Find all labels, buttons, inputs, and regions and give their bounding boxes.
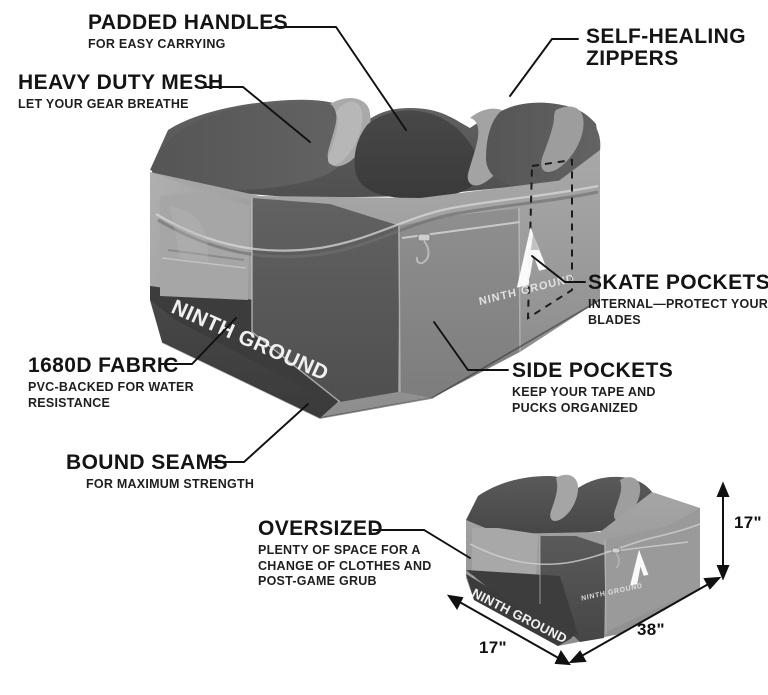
- callout-title: SIDE POCKETS: [512, 359, 674, 382]
- bag-highlight: [170, 206, 209, 262]
- small-bag-logo-panel: [604, 508, 700, 632]
- dimension-label-depth: 17": [479, 638, 507, 657]
- callout-subtitle-line1: KEEP YOUR TAPE AND: [512, 385, 656, 400]
- callout-title: PADDED HANDLES: [88, 11, 289, 34]
- dimension-arrows: [446, 481, 730, 666]
- main-bag-body: NINTH GROUND NINTH GROUND: [150, 98, 601, 419]
- bag-seam-front-right: [398, 225, 401, 393]
- bag-left-pocket: [160, 192, 250, 300]
- small-handle-right: [614, 477, 641, 522]
- leader-oversized: [372, 529, 471, 559]
- handle-strap-far-right: [541, 106, 584, 172]
- bag-bottom-edge: [161, 299, 601, 419]
- callout-title: OVERSIZED: [258, 517, 383, 540]
- callout-self-healing-zippers: SELF-HEALING ZIPPERS: [586, 25, 746, 71]
- small-bag-zipper: [469, 523, 701, 566]
- callout-title: 1680D FABRIC: [28, 354, 179, 377]
- callout-subtitle-line1: PVC-BACKED FOR WATER: [28, 380, 194, 395]
- leader-bound-seams: [211, 403, 309, 463]
- dimension-label-height: 17": [734, 513, 762, 532]
- handle-strap-left-shadow: [327, 101, 363, 165]
- leader-self-healing-zippers: [509, 38, 579, 97]
- leader-lines: [159, 26, 586, 559]
- leader-padded-handles: [271, 26, 407, 131]
- callout-oversized: OVERSIZED PLENTY OF SPACE FOR A CHANGE O…: [258, 517, 432, 590]
- callout-title-line1: SELF-HEALING: [586, 25, 746, 48]
- bag-left-lobe: [152, 104, 348, 191]
- callout-bound-seams: BOUND SEAMS FOR MAXIMUM STRENGTH: [66, 451, 255, 493]
- bag-seam-front-left: [251, 198, 341, 403]
- small-bag-bottom-band: [466, 574, 572, 646]
- small-bag-illustration: NINTH GROUND NINTH GROUND: [466, 474, 701, 646]
- callout-subtitle-line1: INTERNAL—PROTECT YOUR: [588, 297, 768, 312]
- callout-subtitle: FOR MAXIMUM STRENGTH: [86, 477, 255, 492]
- callout-subtitle-line2: RESISTANCE: [28, 395, 111, 410]
- leader-heavy-duty-mesh: [204, 86, 311, 143]
- callout-padded-handles: PADDED HANDLES FOR EASY CARRYING: [88, 11, 289, 53]
- callout-title: BOUND SEAMS: [66, 451, 228, 474]
- mesh-panel-center: [354, 110, 480, 199]
- callout-side-pockets: SIDE POCKETS KEEP YOUR TAPE AND PUCKS OR…: [512, 359, 674, 416]
- small-handle-left: [550, 474, 579, 521]
- leader-1680d-fabric: [159, 317, 237, 365]
- dimension-arrow-height: [716, 481, 730, 581]
- callout-subtitle: LET YOUR GEAR BREATHE: [18, 97, 189, 112]
- main-zipper-teeth: [157, 190, 599, 259]
- zipper-pull-icon: [415, 233, 431, 265]
- callout-subtitle-line2: PUCKS ORGANIZED: [512, 400, 638, 415]
- callout-subtitle-line2: CHANGE OF CLOTHES AND: [258, 558, 432, 573]
- small-bag-left-pocket: [472, 528, 538, 582]
- dimension-label-length: 38": [637, 620, 665, 639]
- bag-front-dark-center: [252, 198, 400, 402]
- main-zipper-line: [155, 184, 599, 252]
- brand-logo-right: [516, 227, 547, 288]
- callout-heavy-duty-mesh: HEAVY DUTY MESH LET YOUR GEAR BREATHE: [18, 71, 224, 113]
- small-bag-front-bottom-dark: [466, 570, 578, 640]
- callout-1680d-fabric: 1680D FABRIC PVC-BACKED FOR WATER RESIST…: [28, 354, 194, 411]
- dimension-arrow-length: [568, 576, 722, 664]
- callout-title: SKATE POCKETS: [588, 271, 768, 294]
- callout-title-line2: ZIPPERS: [586, 47, 679, 71]
- small-bag-seam-b: [604, 539, 607, 635]
- bag-left-pocket-seam: [161, 257, 247, 269]
- callout-skate-pockets: SKATE POCKETS INTERNAL—PROTECT YOUR BLAD…: [588, 271, 768, 328]
- callout-title: HEAVY DUTY MESH: [18, 71, 224, 94]
- small-brand-logo: [630, 549, 649, 586]
- small-zipper-pull-icon: [611, 547, 621, 569]
- callout-subtitle-line3: POST-GAME GRUB: [258, 574, 377, 589]
- callout-subtitle-line2: BLADES: [588, 312, 641, 327]
- callout-subtitle: FOR EASY CARRYING: [88, 37, 226, 52]
- bag-left-pocket-zip: [167, 249, 245, 261]
- leader-skate-pockets: [531, 255, 586, 283]
- dimension-arrow-depth: [446, 594, 571, 666]
- callout-subtitle-line1: PLENTY OF SPACE FOR A: [258, 543, 421, 558]
- leader-side-pockets: [433, 321, 509, 371]
